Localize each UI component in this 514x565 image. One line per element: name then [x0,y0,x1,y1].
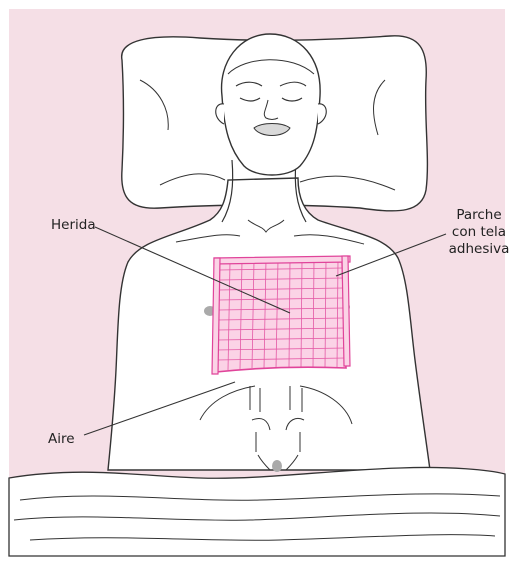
air-label: Aire [48,431,75,448]
head [222,34,321,175]
blanket [9,467,505,556]
patch-label: Parche con tela adhesiva [448,207,510,258]
navel [272,460,282,472]
adhesive-patch [212,256,350,374]
wound-label: Herida [51,217,96,234]
